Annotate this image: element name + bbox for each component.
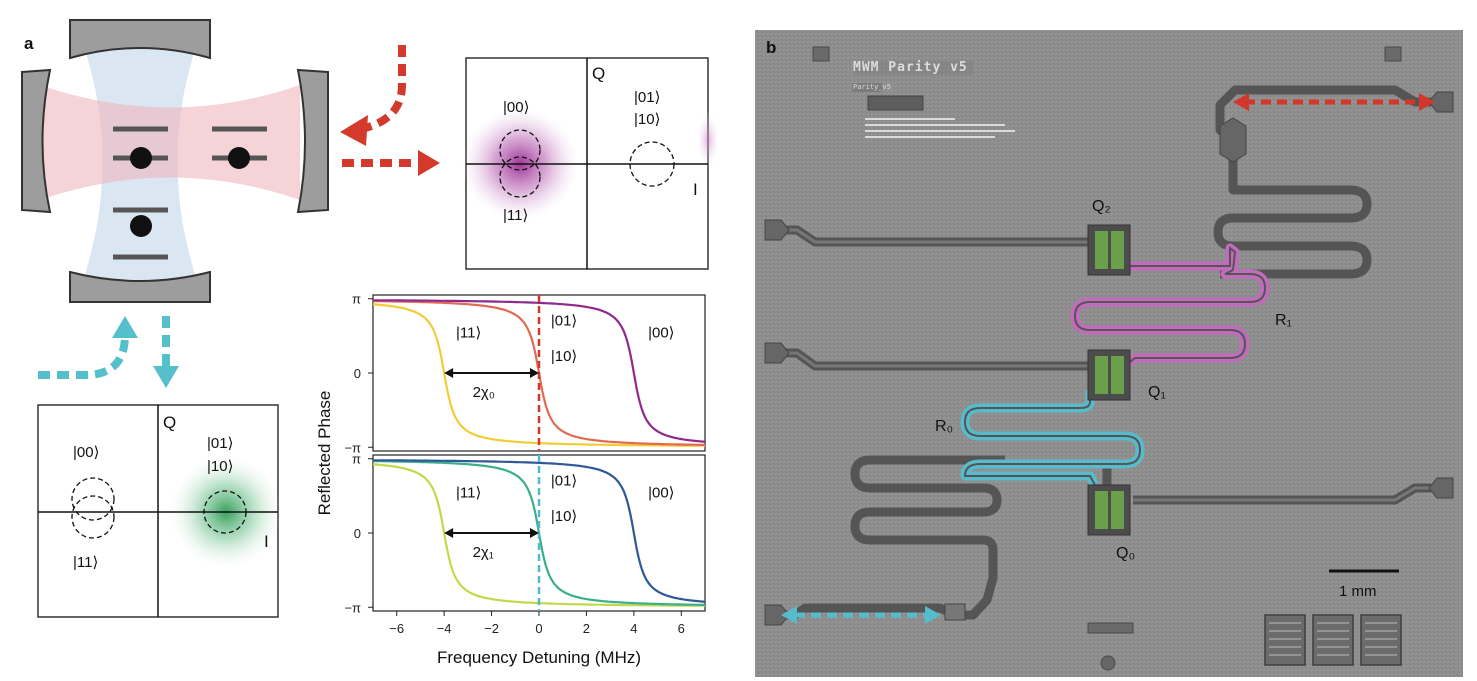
- x-tick-label-3: 0: [535, 621, 542, 636]
- qubit-q0-pad: [1087, 484, 1131, 536]
- iq-plot-top: [462, 57, 720, 270]
- chip-subtitle: Parity_v5: [853, 83, 891, 91]
- mirror-left: [21, 68, 52, 214]
- mirror-bottom: [69, 270, 211, 303]
- chip-title: MWM Parity v5: [853, 60, 968, 75]
- chi-arrow-head-l-1: [444, 528, 454, 538]
- label-01-0: |01⟩: [551, 313, 577, 330]
- label-00-1: |00⟩: [648, 485, 674, 502]
- series-line-0-2: [372, 299, 706, 443]
- iq-bottom-state-11: |11⟩: [73, 554, 99, 571]
- label-chi-1: 2χ₁: [473, 544, 494, 561]
- label-11-0: |11⟩: [456, 325, 481, 342]
- label-10-0: |10⟩: [551, 348, 577, 365]
- iq-top-i-label: I: [693, 180, 698, 199]
- x-tick-label-0: −6: [389, 621, 404, 636]
- series-line-1-2: [372, 459, 706, 603]
- label-01-1: |01⟩: [551, 473, 577, 490]
- iq-plot-bottom: [37, 404, 282, 618]
- iq-top-q-label: Q: [592, 64, 606, 83]
- iq-bottom-state-00: |00⟩: [73, 444, 100, 461]
- x-tick-label-6: 6: [678, 621, 685, 636]
- iq-bottom-q-label: Q: [163, 413, 177, 432]
- iq-top-state-01: |01⟩: [634, 89, 661, 106]
- y-tick-label-1-0: π: [352, 452, 361, 467]
- cyan-arrow-in: [38, 334, 129, 379]
- label-11-1: |11⟩: [456, 485, 481, 502]
- y-tick-label-1-2: −π: [344, 600, 361, 615]
- iq-top-state-11: |11⟩: [503, 207, 529, 224]
- chip-image: [755, 30, 1463, 677]
- panel-a-figure: [21, 19, 720, 618]
- x-tick-label-4: 2: [583, 621, 590, 636]
- label-chi-0: 2χ₀: [473, 384, 495, 401]
- scale-bar-label: 1 mm: [1339, 583, 1377, 600]
- qubit-q2-pad: [1087, 224, 1131, 276]
- red-arrow-in-head: [340, 115, 368, 146]
- qubit-q1-label: Q₁: [1148, 384, 1166, 401]
- cyan-arrow-out-head: [153, 366, 179, 388]
- resonator-r1-label: R₁: [1275, 312, 1292, 329]
- iq-bottom-state-01: |01⟩: [207, 435, 234, 452]
- x-tick-label-2: −2: [484, 621, 499, 636]
- chi-arrow-head-r-0: [530, 368, 539, 378]
- mirror-right: [296, 68, 329, 214]
- label-10-1: |10⟩: [551, 508, 577, 525]
- qubit-q0-label: Q₀: [1116, 545, 1136, 562]
- iq-bottom-state-10: |10⟩: [207, 458, 234, 475]
- y-axis-label: Reflected Phase: [315, 391, 334, 516]
- x-tick-label-5: 4: [630, 621, 637, 636]
- panel-b-label: b: [766, 38, 777, 57]
- resonator-r0-label: R₀: [935, 418, 954, 435]
- iq-top-state-00: |00⟩: [503, 99, 530, 116]
- panel-a-label: a: [24, 34, 34, 53]
- x-tick-label-1: −4: [437, 621, 452, 636]
- mirror-top: [69, 19, 211, 60]
- iq-bottom-i-label: I: [264, 532, 269, 551]
- iq-top-state-10: |10⟩: [634, 111, 661, 128]
- qubit-q2-label: Q₂: [1092, 198, 1111, 215]
- y-tick-label-0-1: 0: [354, 366, 361, 381]
- y-tick-label-0-2: −π: [344, 440, 361, 455]
- atom-left-dot: [130, 147, 152, 169]
- atom-bottom: [113, 207, 168, 260]
- qubit-q1-pad: [1087, 349, 1131, 401]
- x-axis-label: Frequency Detuning (MHz): [437, 648, 641, 667]
- y-tick-label-1-1: 0: [354, 526, 361, 541]
- phase-charts: π 0 −π |11⟩ |01⟩ |10⟩ |00⟩ 2χ₀ π 0 −π |11⟩ |01⟩ |10⟩ |…: [315, 292, 706, 667]
- label-00-0: |00⟩: [648, 325, 674, 342]
- atom-right-dot: [228, 147, 250, 169]
- horizontal-beam: [40, 85, 300, 200]
- chi-arrow-head-r-1: [530, 528, 539, 538]
- chi-arrow-head-l-0: [444, 368, 454, 378]
- cyan-arrow-in-head: [112, 316, 138, 338]
- red-arrow-out-head: [418, 150, 440, 176]
- red-arrow-in: [363, 45, 406, 132]
- atom-bottom-dot: [130, 215, 152, 237]
- y-tick-label-0-0: π: [352, 292, 361, 307]
